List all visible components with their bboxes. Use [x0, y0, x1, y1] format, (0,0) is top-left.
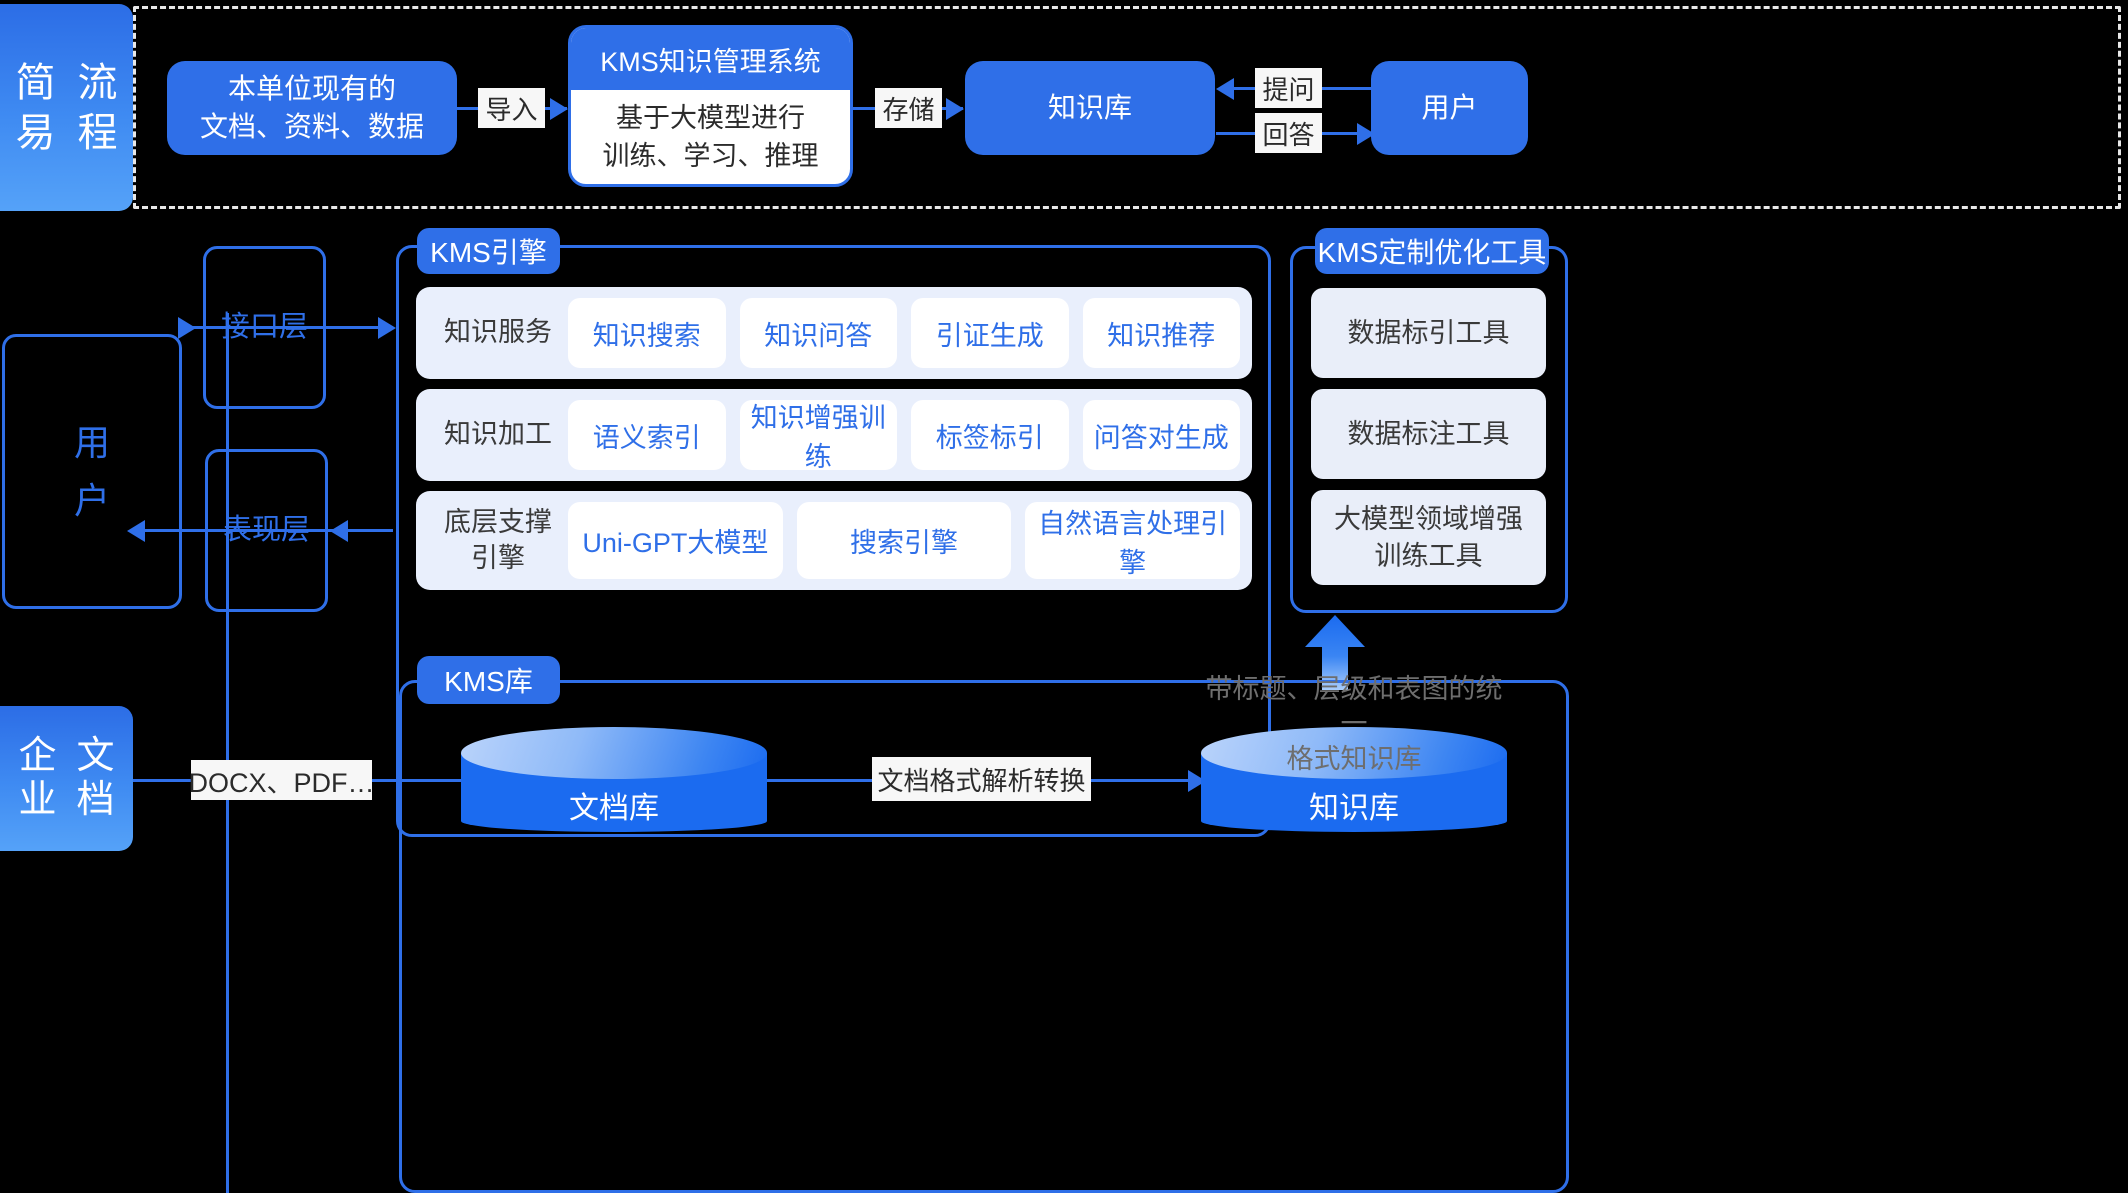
engine-row-knowledge-processing: 知识加工 语义索引 知识增强训练 标签标引 问答对生成: [416, 389, 1252, 481]
engine-row-label-text: 知识服务: [444, 317, 552, 348]
left-spine-line: [226, 313, 229, 1193]
knowledge-base-box-top[interactable]: 知识库: [965, 61, 1215, 155]
ask-label: 提问: [1255, 68, 1322, 108]
tool-card-label-line-1: 大模型领域增强: [1334, 504, 1523, 535]
store-label: 存储: [875, 88, 942, 128]
arrowhead-store: [946, 98, 964, 120]
enterprise-docs-char-1: 企: [18, 734, 57, 777]
knowledge-store-cylinder[interactable]: 知识库: [1201, 727, 1507, 832]
arrowhead-answer: [1357, 123, 1375, 145]
simple-flow-tab-char-1: 简: [15, 60, 56, 105]
engine-cell-knowledge-search[interactable]: 知识搜索: [568, 298, 726, 368]
arrowhead-engine-to-presentation: [330, 520, 348, 542]
kms-system-body: 基于大模型进行 训练、学习、推理: [571, 90, 850, 184]
engine-cell-knowledge-recommend[interactable]: 知识推荐: [1082, 298, 1240, 368]
engine-cell-citation-generation[interactable]: 引证生成: [911, 298, 1069, 368]
engine-row-cells-knowledge-processing: 语义索引 知识增强训练 标签标引 问答对生成: [568, 400, 1240, 472]
source-documents-line-2: 文档、资料、数据: [199, 111, 424, 142]
tool-card-data-indexing[interactable]: 数据标引工具: [1311, 288, 1546, 378]
connector-user-to-interface: [181, 326, 393, 329]
kms-system-body-line-2: 训练、学习、推理: [602, 141, 819, 171]
tool-card-label: 数据标注工具: [1347, 418, 1510, 449]
engine-cell-knowledge-augmented-training[interactable]: 知识增强训练: [739, 400, 897, 472]
unified-format-note-line-1: 带标题、层级和表图的统一: [1205, 674, 1503, 740]
user-column-char-1: 用: [73, 422, 110, 464]
source-documents-box[interactable]: 本单位现有的 文档、资料、数据: [167, 61, 457, 155]
kms-system-card[interactable]: KMS知识管理系统 基于大模型进行 训练、学习、推理: [568, 25, 853, 187]
engine-cell-search-engine[interactable]: 搜索引擎: [796, 502, 1012, 579]
document-store-label: 文档库: [569, 792, 659, 825]
engine-cell-uni-gpt-model[interactable]: Uni-GPT大模型: [568, 502, 783, 579]
kms-system-body-line-1: 基于大模型进行: [616, 102, 805, 133]
tool-card-domain-training[interactable]: 大模型领域增强 训练工具: [1311, 490, 1546, 585]
user-box-top[interactable]: 用户: [1371, 61, 1528, 155]
simple-flow-tab-char-2: 流: [77, 60, 118, 105]
kms-store-frame: [399, 680, 1569, 1193]
convert-label: 文档格式解析转换: [872, 757, 1091, 801]
engine-row-label-knowledge-processing: 知识加工: [428, 417, 568, 452]
unified-format-note: 带标题、层级和表图的统一 格式知识库: [1194, 672, 1514, 777]
kms-engine-frame-label: KMS引擎: [417, 228, 560, 274]
engine-row-cells-foundation-engines: Uni-GPT大模型 搜索引擎 自然语言处理引擎: [568, 502, 1241, 579]
engine-cell-semantic-index[interactable]: 语义索引: [568, 400, 726, 470]
user-column-char-2: 户: [73, 479, 110, 521]
engine-row-label-text: 知识加工: [444, 419, 552, 450]
engine-row-label-line-1: 底层支撑: [444, 507, 552, 538]
arrowhead-import: [550, 98, 568, 120]
tool-card-label-line-2: 训练工具: [1374, 540, 1483, 571]
user-column-box[interactable]: 用 户: [2, 334, 182, 609]
simple-flow-tab-char-4: 程: [77, 110, 118, 155]
engine-row-label-foundation-engines: 底层支撑 引擎: [428, 505, 568, 575]
engine-row-foundation-engines: 底层支撑 引擎 Uni-GPT大模型 搜索引擎 自然语言处理引擎: [416, 491, 1252, 590]
engine-cell-knowledge-qa[interactable]: 知识问答: [739, 298, 897, 368]
data-flow-up-arrow: [1305, 615, 1365, 690]
engine-cell-qa-pair-generation[interactable]: 问答对生成: [1082, 400, 1240, 470]
engine-cell-nlp-engine[interactable]: 自然语言处理引擎: [1025, 502, 1241, 579]
source-documents-line-1: 本单位现有的: [227, 73, 396, 105]
simple-flow-tab: 简 流 易 程: [0, 4, 133, 211]
arrowhead-presentation-to-user: [127, 520, 145, 542]
knowledge-store-cylinder-top: [1201, 727, 1507, 779]
tool-card-data-annotation[interactable]: 数据标注工具: [1311, 389, 1546, 479]
enterprise-docs-char-3: 业: [18, 778, 57, 821]
kms-system-header: KMS知识管理系统: [571, 28, 850, 90]
enterprise-docs-char-2: 文: [76, 734, 115, 777]
kms-engine-frame: [396, 245, 1271, 837]
document-store-cylinder-top: [461, 727, 767, 779]
document-store-cylinder[interactable]: 文档库: [461, 727, 767, 832]
simple-flow-dashed-region: [133, 6, 2121, 209]
import-label: 导入: [478, 88, 545, 128]
answer-label: 回答: [1255, 113, 1322, 153]
enterprise-docs-tab: 企 文 业 档: [0, 706, 133, 851]
knowledge-store-label: 知识库: [1309, 792, 1399, 825]
connector-presentation-to-user: [139, 529, 393, 532]
arrowhead-interface-to-engine: [378, 317, 396, 339]
engine-cell-tag-indexing[interactable]: 标签标引: [911, 400, 1069, 470]
connector-docs-to-doc-store: [133, 779, 626, 782]
enterprise-docs-char-4: 档: [76, 778, 115, 821]
simple-flow-tab-char-3: 易: [15, 110, 56, 155]
engine-row-label-line-2: 引擎: [471, 542, 525, 573]
arrowhead-user-to-interface: [178, 317, 196, 339]
engine-row-label-knowledge-service: 知识服务: [428, 315, 568, 350]
formats-label: DOCX、PDF…: [189, 760, 375, 800]
kms-store-frame-label: KMS库: [417, 656, 560, 704]
engine-row-cells-knowledge-service: 知识搜索 知识问答 引证生成 知识推荐: [568, 298, 1240, 368]
engine-row-knowledge-service: 知识服务 知识搜索 知识问答 引证生成 知识推荐: [416, 287, 1252, 379]
tool-card-label: 数据标引工具: [1347, 317, 1510, 348]
custom-tools-frame-label: KMS定制优化工具: [1315, 228, 1549, 274]
unified-format-note-line-2: 格式知识库: [1286, 744, 1422, 775]
arrowhead-ask: [1216, 78, 1234, 100]
